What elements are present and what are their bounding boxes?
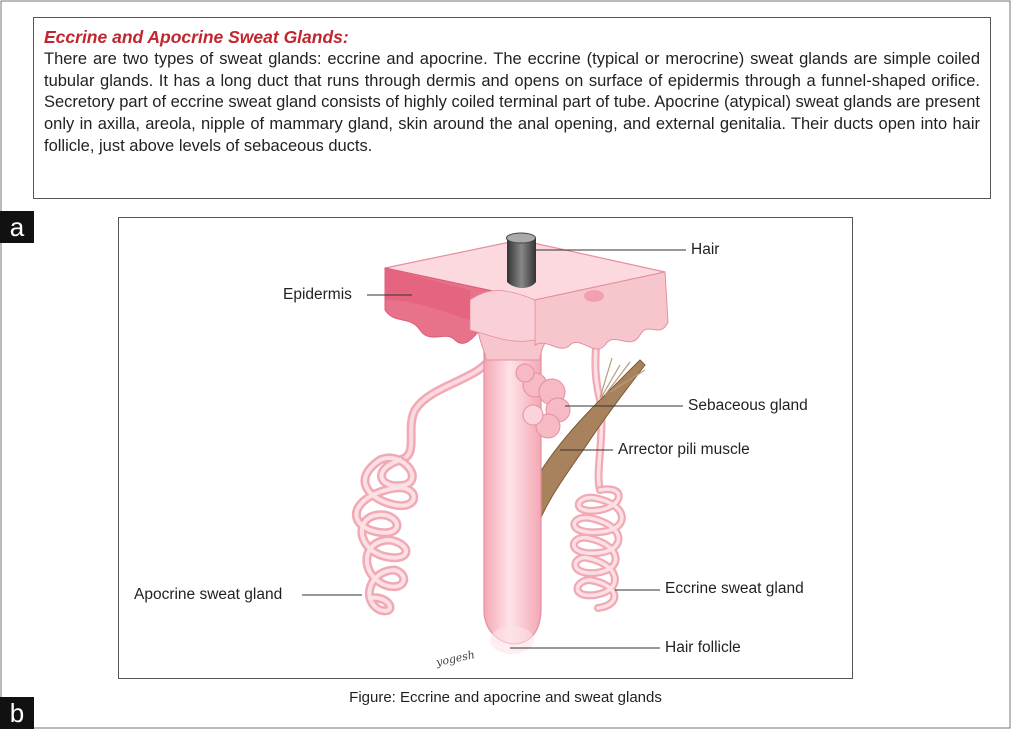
hair-shaft bbox=[506, 232, 536, 288]
label-hair: Hair bbox=[691, 241, 720, 258]
info-box: Eccrine and Apocrine Sweat Glands: There… bbox=[33, 17, 991, 199]
label-hair-follicle: Hair follicle bbox=[665, 639, 741, 656]
label-arrector-pili-muscle: Arrector pili muscle bbox=[618, 441, 750, 458]
panel-label-b: b bbox=[0, 697, 34, 729]
label-sebaceous-gland: Sebaceous gland bbox=[688, 397, 808, 414]
figure-caption: Figure: Eccrine and apocrine and sweat g… bbox=[349, 689, 662, 706]
diagram-frame bbox=[118, 217, 853, 679]
label-apocrine-sweat-gland: Apocrine sweat gland bbox=[134, 586, 283, 603]
label-epidermis: Epidermis bbox=[283, 286, 352, 303]
label-eccrine-sweat-gland: Eccrine sweat gland bbox=[665, 580, 804, 597]
sebaceous-gland bbox=[515, 363, 571, 439]
info-box-title: Eccrine and Apocrine Sweat Glands: bbox=[44, 27, 349, 47]
epidermis-front-face bbox=[534, 271, 669, 350]
info-box-body: There are two types of sweat glands: ecc… bbox=[44, 50, 980, 155]
apocrine-duct-inner bbox=[398, 353, 495, 462]
panel-label-a: a bbox=[0, 211, 34, 243]
